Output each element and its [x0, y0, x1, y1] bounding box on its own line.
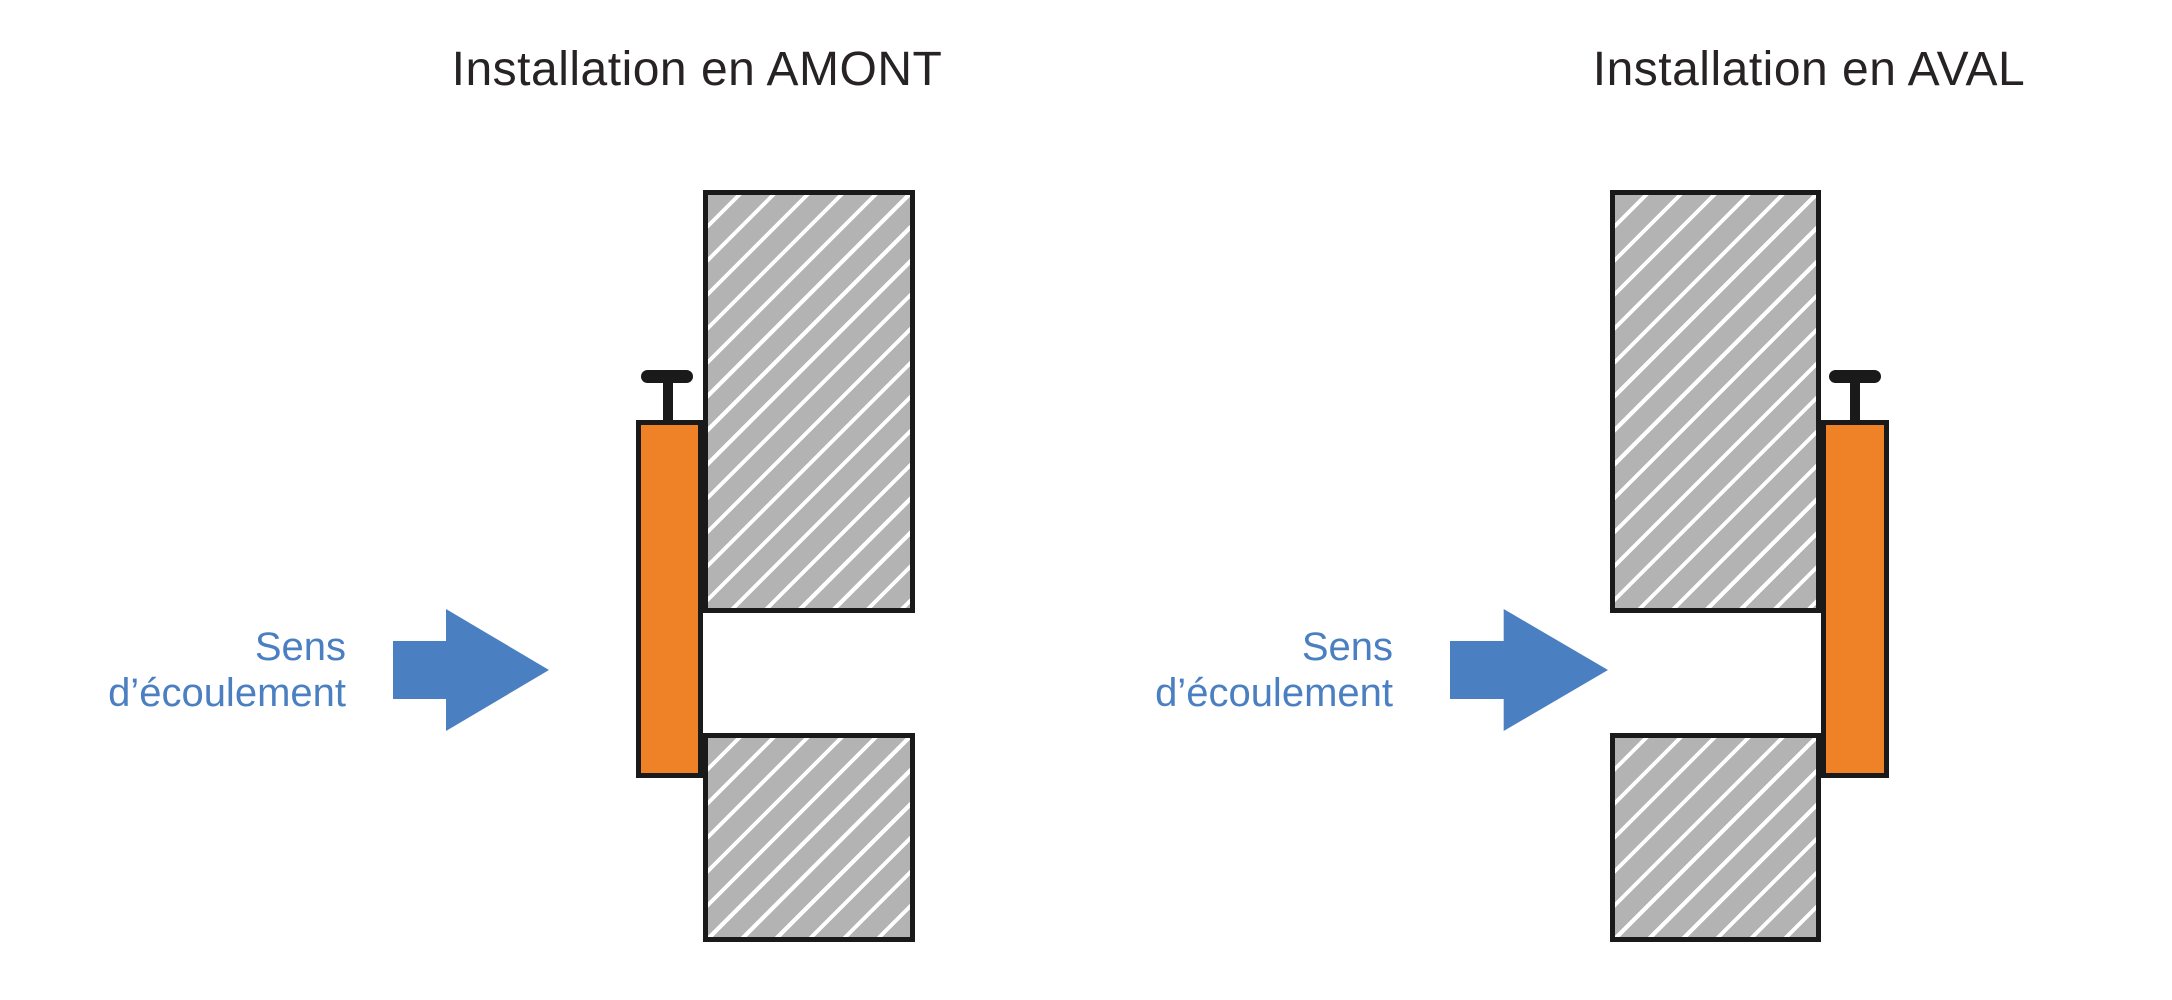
flow-label-line2: d’écoulement [108, 671, 346, 715]
amont-flow-arrow-icon [393, 609, 549, 731]
aval-title: Installation en AVAL [1592, 43, 2026, 96]
aval-flow-arrow-icon [1450, 609, 1608, 731]
aval-damper-handle-bar [1829, 370, 1881, 383]
flow-label-line2: d’écoulement [1155, 671, 1393, 715]
aval-wall-lower-hatched [1610, 733, 1821, 942]
aval-flow-direction-label: Sens d’écoulement [1073, 624, 1393, 716]
amont-wall-lower-hatched [703, 733, 915, 942]
flow-label-line1: Sens [254, 625, 346, 669]
aval-damper-handle-stem [1850, 381, 1860, 421]
amont-title: Installation en AMONT [451, 43, 943, 96]
amont-damper-handle-bar [641, 370, 693, 383]
amont-damper-handle-stem [663, 381, 673, 421]
flow-label-line1: Sens [1301, 625, 1393, 669]
amont-flow-direction-label: Sens d’écoulement [26, 624, 346, 716]
aval-fire-damper [1821, 420, 1889, 778]
amont-fire-damper [636, 420, 703, 778]
amont-wall-upper-hatched [703, 190, 915, 613]
aval-wall-upper-hatched [1610, 190, 1821, 613]
